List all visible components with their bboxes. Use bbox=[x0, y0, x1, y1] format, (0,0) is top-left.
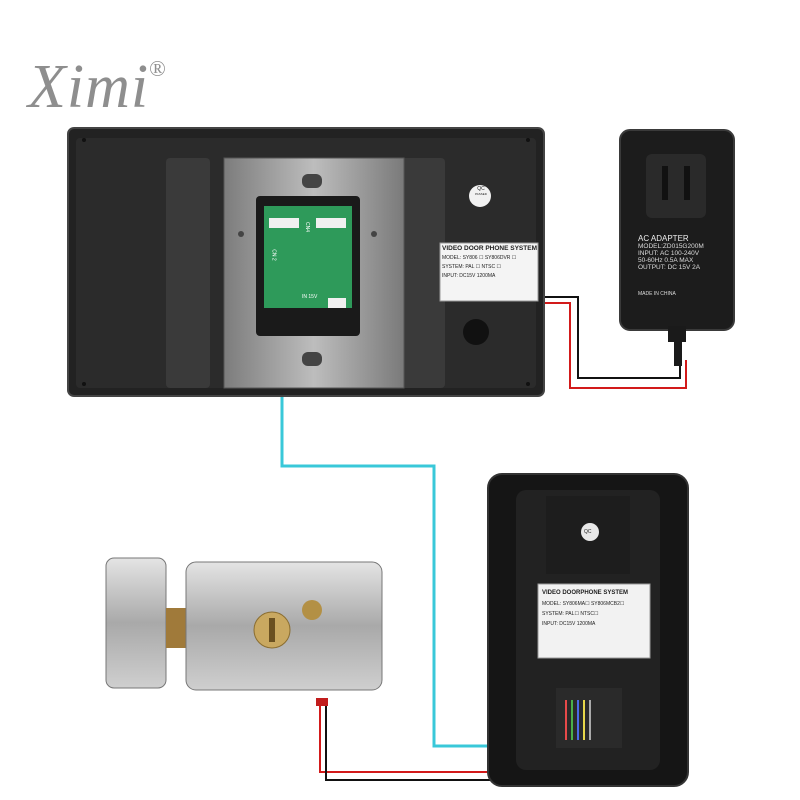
spec-input-row: INPUT: DC15V 1200MA bbox=[442, 273, 496, 279]
registered-mark: ® bbox=[149, 56, 167, 81]
spec-model-row: MODEL: SY806 ☐ SY806DVR ☐ bbox=[442, 255, 517, 261]
power-input-label: IN 15V bbox=[302, 294, 318, 300]
camera-system-row: SYSTEM: PAL☐ NTSC☐ bbox=[542, 611, 599, 617]
monitor-spec-label: VIDEO DOOR PHONE SYSTEM MODEL: SY806 ☐ S… bbox=[442, 245, 538, 301]
adapter-title: AC ADAPTER bbox=[638, 234, 689, 243]
cn4-label: CN4 bbox=[304, 221, 311, 233]
electric-lock bbox=[105, 557, 383, 706]
adapter-label: AC ADAPTER MODEL:ZD015G200M INPUT: AC 10… bbox=[638, 234, 732, 297]
camera-qc-sticker: QC bbox=[584, 529, 592, 535]
spec-system-row: SYSTEM: PAL ☐ NTSC ☐ bbox=[442, 264, 502, 270]
outdoor-camera bbox=[487, 473, 689, 787]
monitor-qc-sticker: QC PASSED bbox=[474, 187, 488, 197]
camera-model-row: MODEL: SY806MA☐ SY806MCB2☐ bbox=[542, 601, 625, 607]
spec-title: VIDEO DOOR PHONE SYSTEM bbox=[442, 245, 537, 252]
adapter-made-in: MADE IN CHINA bbox=[638, 291, 676, 297]
cn2-label: CN 2 bbox=[270, 249, 277, 261]
indoor-monitor bbox=[67, 127, 545, 397]
camera-spec-label: VIDEO DOORPHONE SYSTEM MODEL: SY806MA☐ S… bbox=[542, 590, 650, 627]
adapter-model: MODEL:ZD015G200M bbox=[638, 243, 704, 250]
camera-spec-title: VIDEO DOORPHONE SYSTEM bbox=[542, 590, 629, 596]
ac-adapter bbox=[619, 129, 735, 366]
camera-input-row: INPUT: DC15V 1200MA bbox=[542, 621, 596, 627]
adapter-input: INPUT: AC 100-240V bbox=[638, 250, 700, 257]
qc-passed-text: PASSED bbox=[475, 192, 487, 196]
adapter-output: OUTPUT: DC 15V 2A bbox=[638, 264, 701, 271]
adapter-frequency: 50-60Hz 0.5A MAX bbox=[638, 257, 694, 264]
logo-text: Ximi bbox=[28, 53, 150, 121]
qc-text: QC bbox=[477, 186, 485, 192]
brand-logo: Ximi® bbox=[28, 52, 167, 123]
